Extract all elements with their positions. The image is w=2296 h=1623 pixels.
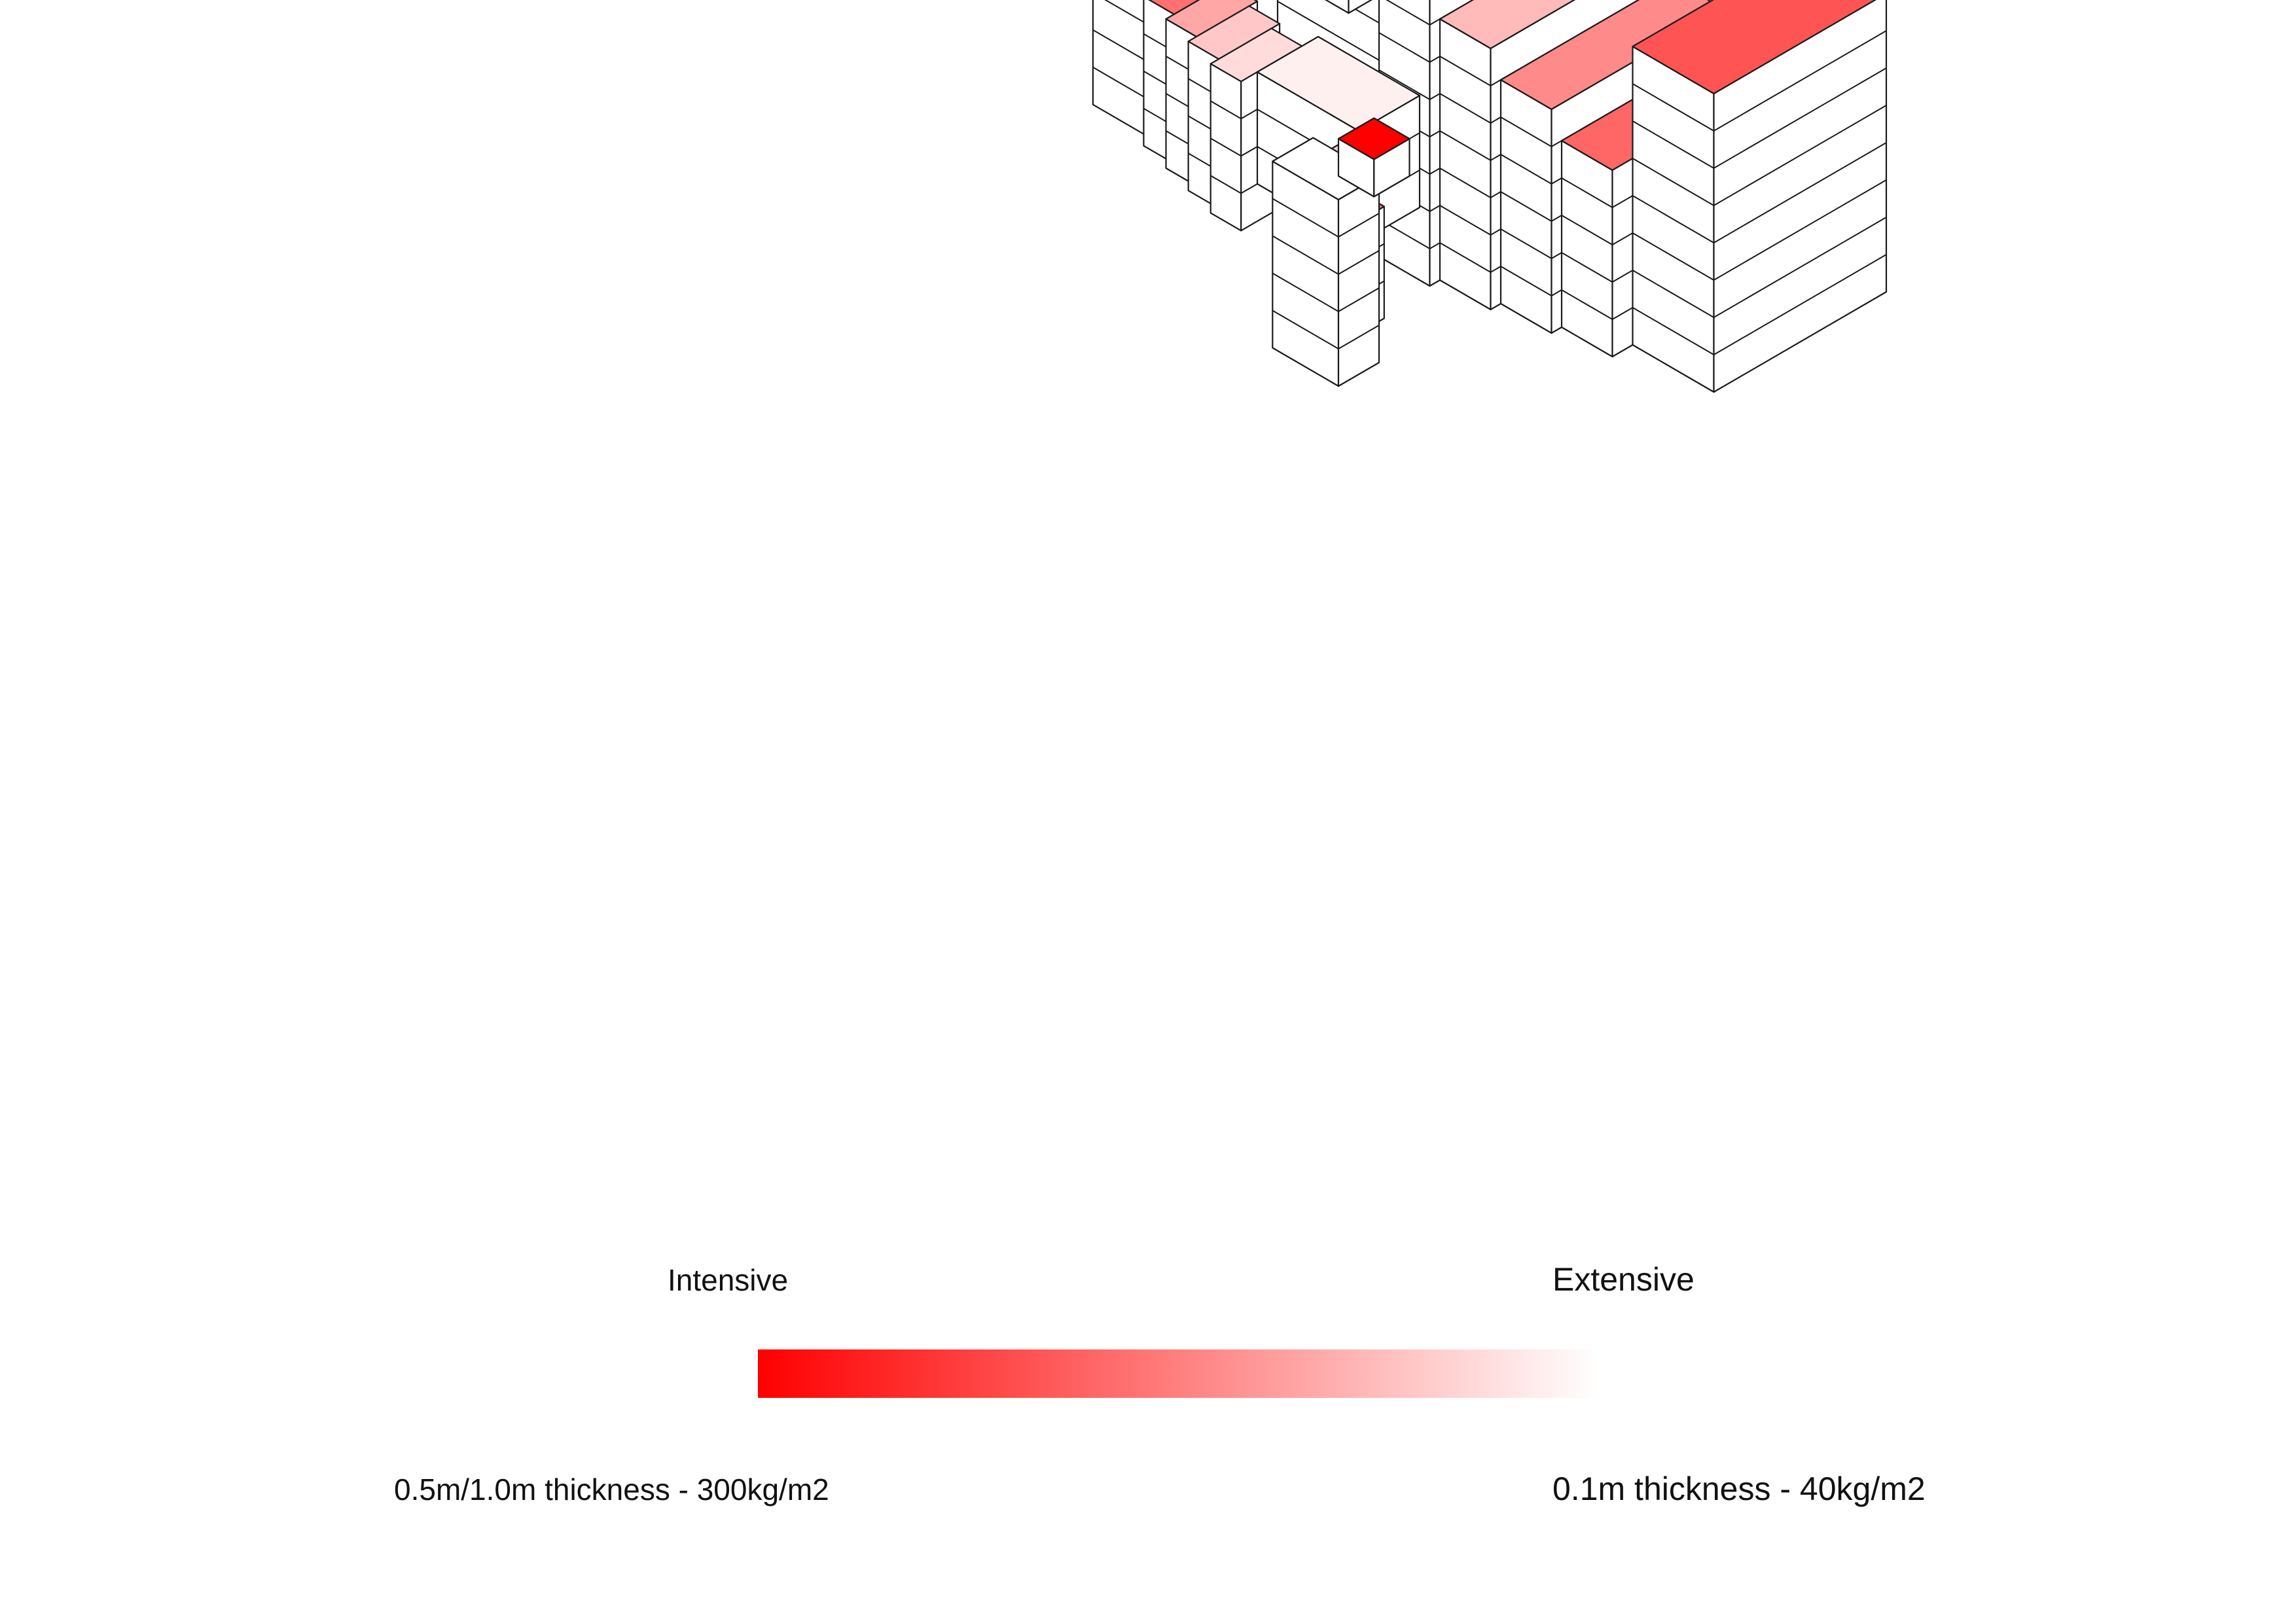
east-tip-floor-line bbox=[1632, 83, 1715, 132]
east-step-2-floor-line bbox=[1439, 56, 1492, 86]
east-tip-floor-line bbox=[1713, 105, 1887, 206]
east-tip-floor-line bbox=[1632, 195, 1715, 243]
core-upper-facade-left bbox=[1324, 0, 1350, 14]
east-tip-floor-line bbox=[1632, 158, 1715, 206]
roof-east-tip bbox=[1632, 0, 1876, 95]
east-tip-floor-line bbox=[1713, 67, 1887, 169]
podium-floor-line bbox=[1272, 310, 1339, 349]
north-step-5-floor-line bbox=[1210, 137, 1242, 157]
podium-floor-line bbox=[1272, 235, 1339, 275]
east-step-2-floor-line bbox=[1439, 168, 1492, 198]
building-massing bbox=[1092, 0, 1888, 393]
east-step-3-floor-line bbox=[1500, 154, 1552, 185]
east-step-2-floor-line bbox=[1439, 93, 1492, 124]
east-step-4-floor-line bbox=[1561, 177, 1613, 208]
podium-floor-line bbox=[1338, 213, 1380, 238]
east-step-3-floor-line bbox=[1500, 116, 1552, 147]
east-step-2-floor-line bbox=[1439, 242, 1492, 273]
podium-floor-line bbox=[1272, 272, 1339, 312]
north-step-5-floor-line bbox=[1210, 175, 1242, 194]
podium-floor-line bbox=[1338, 287, 1380, 312]
east-tip-floor-line bbox=[1632, 270, 1715, 318]
legend-extensive-caption: 0.1m thickness - 40kg/m2 bbox=[1552, 1471, 1926, 1507]
east-step-4-floor-line bbox=[1561, 289, 1613, 320]
east-step-3-floor-line bbox=[1500, 228, 1552, 259]
east-step-4-floor-line bbox=[1561, 215, 1613, 245]
north-step-1-facade-left bbox=[1092, 0, 1155, 141]
east-tip-floor-line bbox=[1713, 30, 1887, 132]
east-step-1-floor-line bbox=[1378, 32, 1431, 63]
east-tip-floor-line bbox=[1632, 232, 1715, 281]
east-step-2-facade-left bbox=[1439, 18, 1492, 311]
core-upper-facade-right bbox=[1348, 0, 1373, 14]
east-step-4-facade-left bbox=[1560, 139, 1613, 358]
east-step-4-floor-line bbox=[1561, 252, 1613, 283]
roof-east-step-2 bbox=[1439, 0, 1576, 50]
east-tip-floor-line bbox=[1632, 120, 1715, 169]
legend-extensive-title: Extensive bbox=[1552, 1261, 1695, 1298]
legend-intensive-caption: 0.5m/1.0m thickness - 300kg/m2 bbox=[394, 1472, 829, 1507]
legend-intensive-title: Intensive bbox=[668, 1263, 788, 1297]
east-tip-floor-line bbox=[1632, 307, 1715, 355]
podium-floor-line bbox=[1272, 198, 1339, 238]
podium-facade-left bbox=[1272, 160, 1340, 387]
north-step-5-floor-line bbox=[1210, 100, 1242, 120]
east-step-1-floor-line bbox=[1386, 0, 1431, 26]
east-step-3-floor-line bbox=[1500, 191, 1552, 222]
podium-floor-line bbox=[1338, 250, 1380, 275]
east-step-1-floor-line bbox=[1378, 69, 1431, 100]
east-step-3-floor-line bbox=[1500, 266, 1552, 296]
east-tip-floor-line bbox=[1713, 217, 1887, 318]
east-step-2-floor-line bbox=[1439, 205, 1492, 236]
legend-gradient-bar bbox=[758, 1349, 1600, 1398]
east-tip-floor-line bbox=[1713, 254, 1887, 355]
east-tip-floor-line bbox=[1713, 142, 1887, 243]
roof-type-legend: Intensive Extensive 0.5m/1.0m thickness … bbox=[394, 1261, 1926, 1507]
roof-north-step-5 bbox=[1210, 27, 1303, 82]
east-tip-floor-line bbox=[1713, 179, 1887, 281]
east-step-2-floor-line bbox=[1439, 130, 1492, 161]
podium-facade-right bbox=[1337, 175, 1380, 387]
roof-far-east bbox=[1337, 117, 1410, 160]
podium-floor-line bbox=[1338, 325, 1380, 349]
